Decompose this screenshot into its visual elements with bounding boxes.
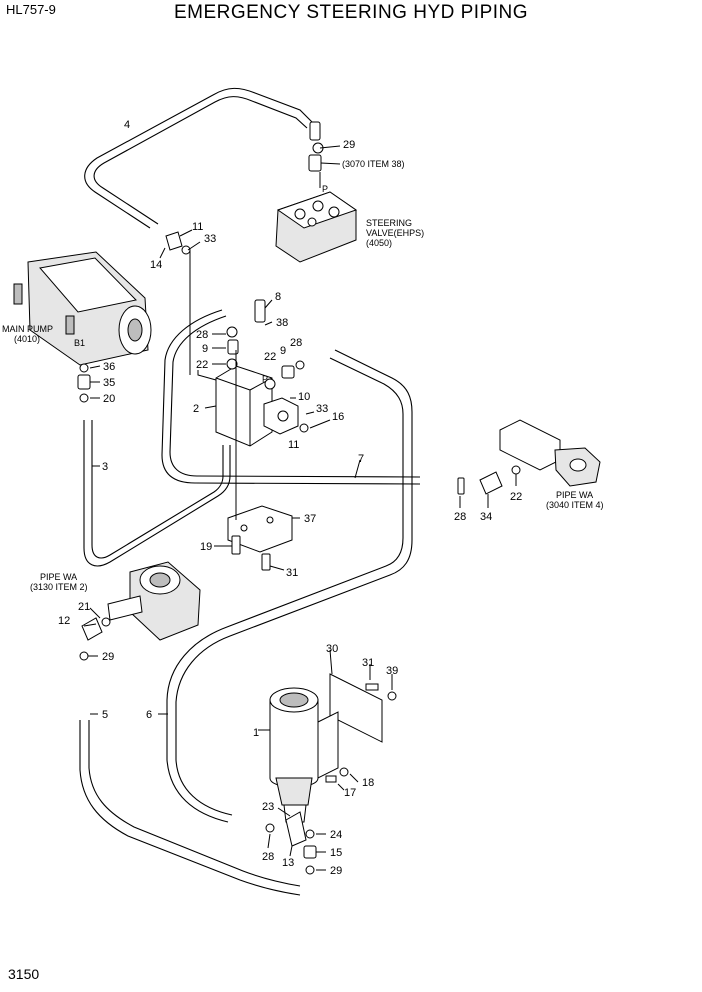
callout-29c: 29 xyxy=(330,865,342,877)
callouts: 1 2 3 4 5 6 7 8 9 9 10 11 11 12 13 14 15… xyxy=(58,119,522,877)
callout-22c: 22 xyxy=(510,491,522,503)
pipe-wa-left xyxy=(107,561,201,641)
pipe-wa-right-label-line2: (3040 ITEM 4) xyxy=(546,500,604,510)
main-pump-label-line1: MAIN PUMP xyxy=(2,324,53,334)
callout-21: 21 xyxy=(78,601,90,613)
callout-22a: 22 xyxy=(196,359,208,371)
fittings xyxy=(77,121,521,875)
callout-29a: 29 xyxy=(343,139,355,151)
callout-29b: 29 xyxy=(102,651,114,663)
callout-19: 19 xyxy=(200,541,212,553)
page-title: EMERGENCY STEERING HYD PIPING xyxy=(173,2,529,23)
callout-4: 4 xyxy=(124,119,130,131)
callout-22b: 22 xyxy=(264,351,276,363)
callout-2: 2 xyxy=(193,403,199,415)
callout-18: 18 xyxy=(362,777,374,789)
callout-12: 12 xyxy=(58,615,70,627)
callout-15: 15 xyxy=(330,847,342,859)
callout-14: 14 xyxy=(150,259,162,271)
callout-31a: 31 xyxy=(286,567,298,579)
callout-34: 34 xyxy=(480,511,492,523)
pipe-wa-left-label-line1: PIPE WA xyxy=(40,572,77,582)
callout-13: 13 xyxy=(282,857,294,869)
callout-39: 39 xyxy=(386,665,398,677)
callout-28c: 28 xyxy=(454,511,466,523)
main-pump-label-line2: (4010) xyxy=(14,334,40,344)
pipe-wa-right xyxy=(499,419,601,487)
main-pump xyxy=(13,251,152,366)
pipe-wa-left-label-line2: (3130 ITEM 2) xyxy=(30,582,88,592)
accumulator-1 xyxy=(269,687,319,823)
callout-5: 5 xyxy=(102,709,108,721)
bracket-37 xyxy=(227,505,293,553)
callout-31b: 31 xyxy=(362,657,374,669)
valve-block-2 xyxy=(215,365,273,447)
callout-35: 35 xyxy=(103,377,115,389)
pipe-wa-right-label-line1: PIPE WA xyxy=(556,490,593,500)
callout-10: 10 xyxy=(298,391,310,403)
callout-20: 20 xyxy=(103,393,115,405)
callout-38: 38 xyxy=(276,317,288,329)
callout-36: 36 xyxy=(103,361,115,373)
hose-7 xyxy=(161,309,421,485)
port-b1-label: B1 xyxy=(74,338,85,348)
callout-17: 17 xyxy=(344,787,356,799)
annotations: (3070 ITEM 38) P STEERING VALVE(EHPS) (4… xyxy=(2,159,604,592)
steering-valve-label-line3: (4050) xyxy=(366,238,392,248)
callout-8: 8 xyxy=(275,291,281,303)
block-10 xyxy=(263,397,299,435)
callout-24: 24 xyxy=(330,829,342,841)
hose-6 xyxy=(166,349,413,823)
callout-33a: 33 xyxy=(204,233,216,245)
hose-3 xyxy=(83,420,231,567)
callout-1: 1 xyxy=(253,727,259,739)
steering-valve-label-line1: STEERING xyxy=(366,218,412,228)
callout-28b: 28 xyxy=(290,337,302,349)
steering-valve xyxy=(275,191,358,263)
port-p-block-label: P xyxy=(262,374,268,384)
callout-30: 30 xyxy=(326,643,338,655)
page-number: 3150 xyxy=(8,966,40,982)
callout-33b: 33 xyxy=(316,403,328,415)
callout-11b: 11 xyxy=(288,439,299,451)
callout-9a: 9 xyxy=(202,343,208,355)
callout-11a: 11 xyxy=(192,221,203,233)
callout-28d: 28 xyxy=(262,851,274,863)
model-number: HL757-9 xyxy=(6,2,56,17)
callout-37: 37 xyxy=(304,513,316,525)
steering-valve-label-line2: VALVE(EHPS) xyxy=(366,228,424,238)
callout-3: 3 xyxy=(102,461,108,473)
callout-7: 7 xyxy=(358,453,364,465)
bracket-30 xyxy=(317,673,383,779)
callout-16: 16 xyxy=(332,411,344,423)
port-p-valve-label: P xyxy=(322,184,328,194)
ref-3070-item-38: (3070 ITEM 38) xyxy=(342,159,405,169)
callout-9b: 9 xyxy=(280,345,286,357)
callout-28a: 28 xyxy=(196,329,208,341)
hose-4 xyxy=(84,87,313,229)
callout-23: 23 xyxy=(262,801,274,813)
hose-5 xyxy=(79,720,301,896)
leader-lines xyxy=(83,145,517,871)
callout-6: 6 xyxy=(146,709,152,721)
